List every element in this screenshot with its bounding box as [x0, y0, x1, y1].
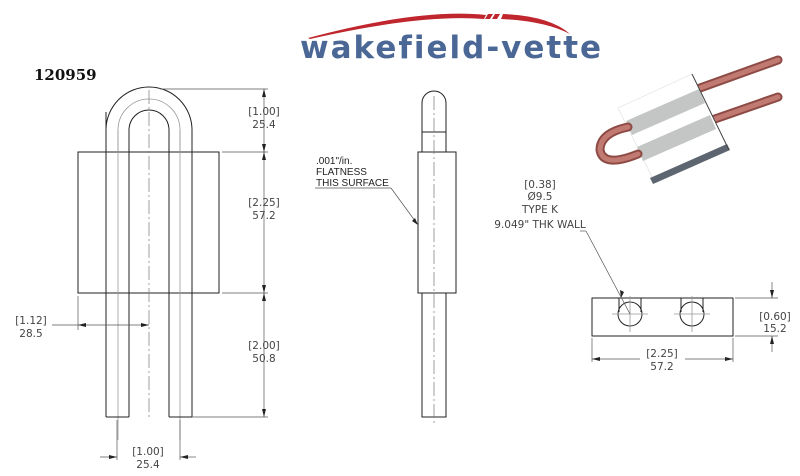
iso-view [595, 55, 783, 184]
flatness-note-line1: .001"/in. [316, 156, 352, 167]
dim-bend-height-mm: 25.4 [252, 119, 276, 131]
tube-note-diameter: Ø9.5 [528, 191, 553, 203]
dim-bend-height-inch: [1.00] [248, 106, 280, 118]
dim-half-width-mm: 28.5 [19, 328, 42, 340]
dim-thickness-inch: [0.60] [759, 311, 791, 323]
dim-tube-spacing-mm: 25.4 [136, 459, 160, 471]
part-number: 120959 [34, 66, 97, 84]
tube-note-inch: [0.38] [524, 179, 556, 191]
brand-logo: wakefield-vette [300, 30, 604, 66]
tube-note-wall: 9.049" THK WALL [494, 219, 586, 231]
dim-tube-extension-mm: 50.8 [252, 353, 275, 365]
tube-note-type: TYPE K [521, 204, 559, 216]
dim-width-inch: [2.25] [646, 348, 678, 360]
logo-swoosh [308, 13, 570, 39]
flatness-note-line2: FLATNESS [316, 167, 367, 178]
dim-thickness-mm: 15.2 [763, 323, 786, 335]
dim-tube-spacing-inch: [1.00] [132, 446, 164, 458]
dim-block-height-mm: 57.2 [252, 210, 275, 222]
dim-tube-extension-inch: [2.00] [248, 340, 280, 352]
dim-half-width-inch: [1.12] [15, 315, 47, 327]
end-view [580, 230, 778, 362]
flatness-note-line3: THIS SURFACE [316, 178, 389, 189]
front-view [52, 86, 268, 460]
dim-width-mm: 57.2 [650, 361, 673, 373]
dim-block-height-inch: [2.25] [248, 197, 280, 209]
side-view [315, 90, 457, 424]
